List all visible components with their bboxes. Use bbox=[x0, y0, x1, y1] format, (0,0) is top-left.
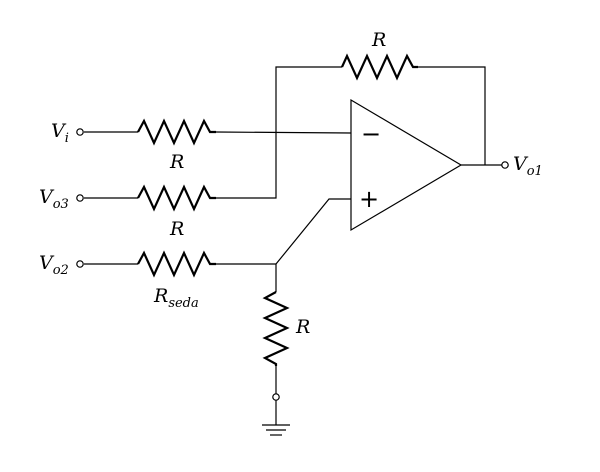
resistor-vo3 bbox=[137, 184, 216, 212]
terminal-vi bbox=[76, 128, 84, 136]
resistor-feedback bbox=[340, 53, 418, 81]
resistors bbox=[137, 53, 418, 366]
label-vo3: Vo3 bbox=[39, 186, 69, 212]
label-r-vi: R bbox=[169, 151, 184, 173]
wire-vi-right bbox=[215, 131, 352, 134]
label-r-vo3: R bbox=[169, 218, 184, 240]
terminal-vo2 bbox=[76, 260, 84, 268]
resistor-vi bbox=[137, 118, 216, 146]
terminals bbox=[76, 128, 509, 401]
label-vo1: Vo1 bbox=[513, 153, 543, 179]
terminal-vo3 bbox=[76, 194, 84, 202]
label-r-ground: R bbox=[295, 316, 310, 338]
wires bbox=[84, 66, 505, 425]
resistor-vo2 bbox=[137, 250, 216, 278]
wire-vo3-right bbox=[216, 66, 342, 199]
label-vo2: Vo2 bbox=[39, 252, 69, 278]
opamp-noninverting-sign: + bbox=[359, 185, 379, 213]
wire-noninverting bbox=[275, 198, 351, 265]
resistor-ground bbox=[262, 291, 290, 366]
label-r-seda: Rseda bbox=[153, 285, 199, 311]
label-vi: Vi bbox=[51, 120, 69, 146]
opamp-inverting-sign: − bbox=[361, 120, 381, 148]
wire-feedback-right bbox=[418, 66, 486, 165]
label-r-feedback: R bbox=[371, 29, 386, 51]
labels: Vi Vo3 Vo2 Vo1 R R R Rseda R bbox=[39, 29, 543, 338]
terminal-ground bbox=[272, 393, 280, 401]
ground-icon bbox=[262, 424, 290, 436]
opamp: − + bbox=[350, 98, 463, 232]
terminal-vo1 bbox=[501, 161, 509, 169]
opamp-triangle bbox=[350, 98, 463, 232]
